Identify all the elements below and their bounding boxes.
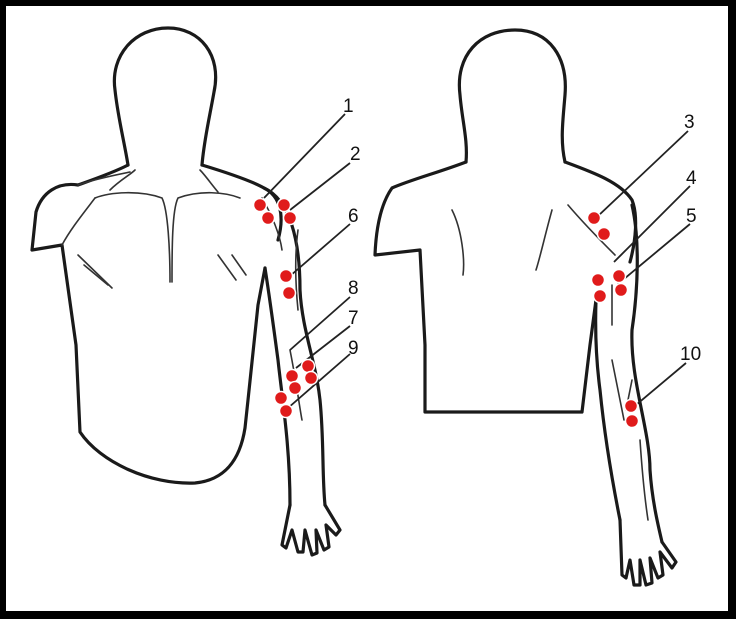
back-muscle-details (451, 204, 649, 521)
point-7a (303, 370, 319, 386)
point-8a (300, 358, 316, 374)
front-head-outline (112, 26, 218, 167)
point-4a (590, 272, 606, 288)
leader-lines (263, 113, 691, 411)
label-8: 8 (348, 278, 359, 299)
back-hand (618, 518, 678, 587)
point-10b (624, 413, 640, 429)
point-6b (281, 285, 297, 301)
front-hand (280, 503, 342, 557)
back-shoulder-right (563, 160, 638, 264)
label-1: 1 (343, 96, 354, 117)
label-6: 6 (348, 206, 359, 227)
point-9b (278, 403, 294, 419)
front-shoulder-right (200, 163, 283, 242)
point-2b (282, 210, 298, 226)
point-9a (273, 390, 289, 406)
point-3a (586, 210, 602, 226)
back-figure (373, 28, 678, 587)
point-10a (623, 398, 639, 414)
diagram-frame (6, 6, 728, 611)
point-8b (284, 368, 300, 384)
point-6a (278, 268, 294, 284)
front-muscle-details (61, 169, 303, 421)
point-3b (596, 226, 612, 242)
point-4b (592, 288, 608, 304)
front-arm-inner (263, 266, 292, 507)
back-arm-outer (630, 203, 664, 544)
point-5a (611, 268, 627, 284)
back-arm-inner (594, 298, 622, 522)
number-labels: 1 2 3 4 5 6 7 8 9 10 (343, 96, 701, 365)
point-7b (287, 380, 303, 396)
back-head-outline (457, 28, 567, 164)
point-2a (276, 197, 292, 213)
point-1a (252, 197, 268, 213)
acupoint-markers (252, 197, 640, 429)
label-7: 7 (348, 308, 359, 329)
label-10: 10 (680, 344, 701, 365)
label-5: 5 (686, 206, 697, 227)
point-1b (260, 210, 276, 226)
label-4: 4 (686, 168, 697, 189)
front-torso-outline (30, 163, 267, 485)
label-9: 9 (348, 338, 359, 359)
back-torso-outline (373, 160, 598, 414)
label-3: 3 (684, 112, 695, 133)
label-2: 2 (350, 144, 361, 165)
point-5b (613, 282, 629, 298)
